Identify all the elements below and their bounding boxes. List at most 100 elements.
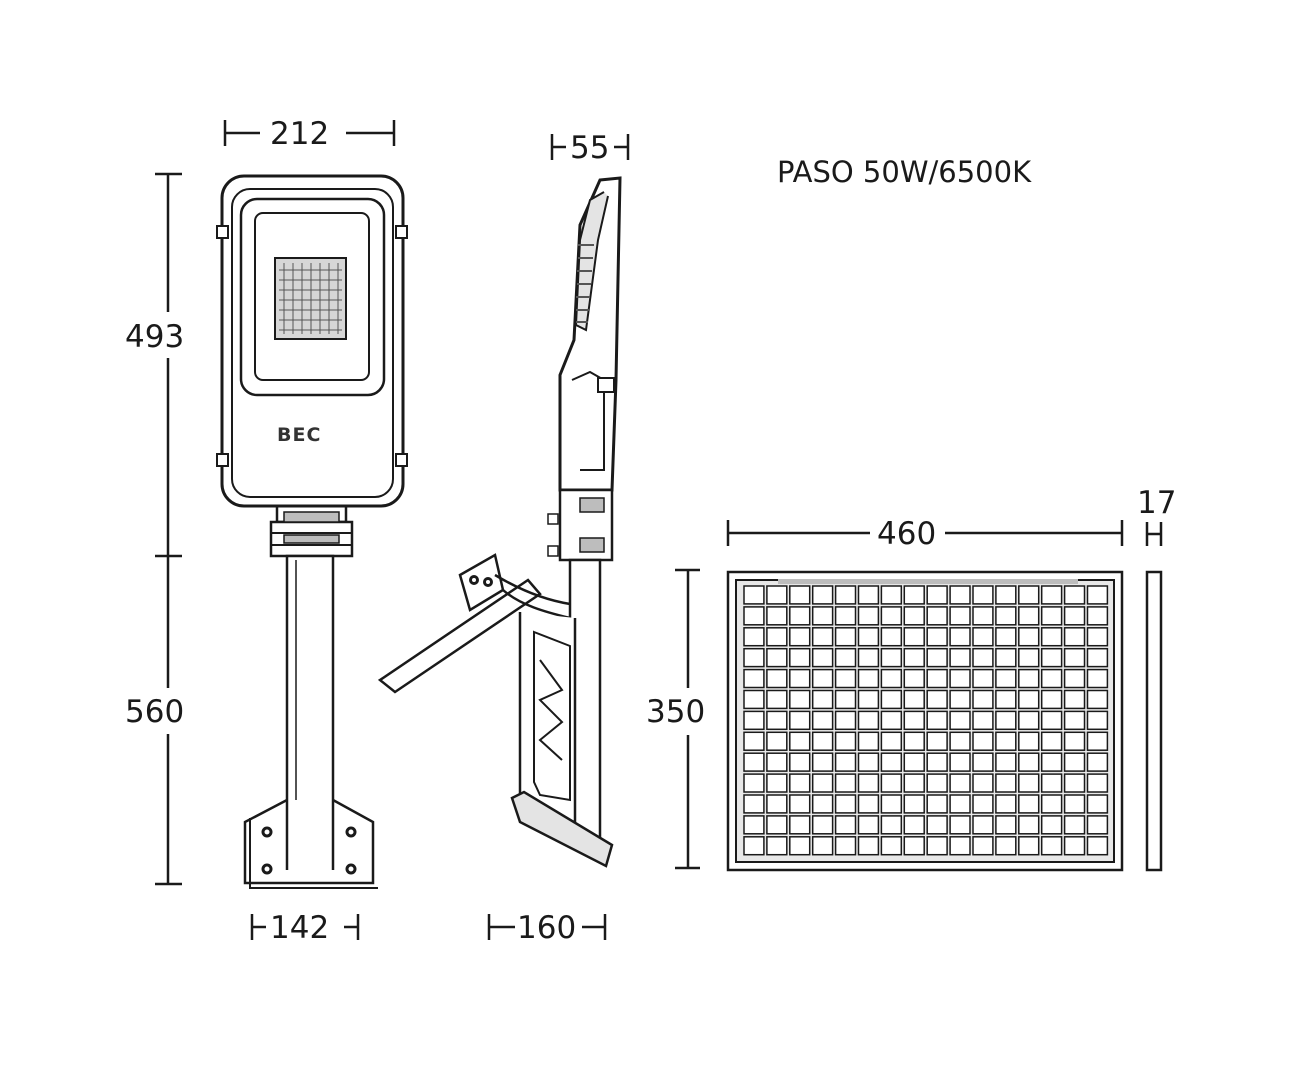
solar-cell (903, 710, 925, 731)
solar-cell (1086, 815, 1109, 835)
solar-cell (1086, 710, 1109, 731)
solar-cell-grid (743, 579, 1109, 856)
solar-cell (1040, 731, 1063, 751)
solar-cell (1086, 794, 1109, 814)
solar-cell (857, 710, 880, 731)
solar-cell (995, 794, 1017, 814)
solar-cell (743, 773, 765, 793)
solar-cell (880, 647, 903, 668)
solar-cell (903, 752, 925, 772)
solar-cell (1040, 752, 1063, 772)
solar-cell (743, 710, 765, 731)
dim-lamp-width-label: 212 (270, 116, 329, 152)
solar-cell (857, 647, 880, 668)
solar-cell (880, 710, 903, 731)
solar-cell (743, 627, 765, 647)
solar-cell (1040, 773, 1063, 793)
lamp-side-view (377, 176, 622, 868)
solar-cell (1040, 647, 1063, 668)
solar-cell (949, 815, 971, 835)
dim-panel-thickness-label: 17 (1137, 485, 1176, 521)
solar-cell (903, 647, 925, 668)
solar-cell (972, 585, 994, 605)
solar-cell (880, 815, 903, 835)
solar-cell (926, 815, 948, 835)
solar-cell (972, 647, 994, 668)
solar-cell (995, 710, 1017, 731)
solar-cell (857, 731, 880, 751)
solar-cell (1040, 668, 1063, 689)
solar-cell (949, 668, 971, 689)
solar-cell (1018, 668, 1040, 689)
solar-cell (1063, 647, 1086, 668)
solar-cell (789, 627, 811, 647)
dim-side-base-depth (487, 914, 607, 940)
solar-cell (766, 585, 788, 605)
dim-base-width-label: 142 (270, 910, 329, 946)
solar-cell (1018, 585, 1040, 605)
lamp-front-view (216, 174, 408, 889)
solar-cell (1086, 773, 1109, 793)
solar-cell (811, 710, 834, 731)
solar-cell (1063, 606, 1086, 626)
solar-cell (903, 836, 925, 856)
solar-cell (811, 794, 834, 814)
solar-cell (834, 731, 857, 751)
solar-cell (789, 710, 811, 731)
solar-cell (857, 836, 880, 856)
dim-pole-height-label: 560 (125, 694, 184, 730)
solar-cell (834, 689, 857, 710)
solar-cell (743, 606, 765, 626)
solar-cell (880, 752, 903, 772)
solar-cell (789, 815, 811, 835)
solar-cell (857, 668, 880, 689)
solar-cell (880, 773, 903, 793)
dim-panel-thickness (1145, 522, 1163, 546)
solar-cell (1018, 689, 1040, 710)
solar-cell (766, 773, 788, 793)
solar-cell (834, 585, 857, 605)
solar-cell (926, 668, 948, 689)
solar-cell (834, 773, 857, 793)
solar-cell (811, 752, 834, 772)
solar-cell (1018, 647, 1040, 668)
solar-cell (949, 731, 971, 751)
solar-cell (834, 836, 857, 856)
solar-cell (995, 689, 1017, 710)
solar-cell (972, 752, 994, 772)
solar-cell (857, 815, 880, 835)
solar-cell (766, 647, 788, 668)
solar-cell (972, 627, 994, 647)
solar-cell (1040, 710, 1063, 731)
solar-cell (1018, 794, 1040, 814)
solar-cell (926, 731, 948, 751)
solar-cell (1018, 627, 1040, 647)
solar-cell (857, 773, 880, 793)
solar-cell (972, 606, 994, 626)
solar-cell (903, 731, 925, 751)
solar-cell (949, 752, 971, 772)
solar-cell (972, 710, 994, 731)
solar-cell (1018, 731, 1040, 751)
solar-cell (1086, 668, 1109, 689)
solar-cell (1086, 585, 1109, 605)
solar-cell (811, 836, 834, 856)
solar-cell (1063, 815, 1086, 835)
dim-lamp-height-label: 493 (125, 319, 184, 355)
solar-cell (1040, 836, 1063, 856)
solar-cell (1018, 710, 1040, 731)
solar-cell (857, 627, 880, 647)
solar-cell (880, 836, 903, 856)
solar-cell (1063, 668, 1086, 689)
solar-cell (1086, 647, 1109, 668)
solar-cell (811, 731, 834, 751)
solar-cell (995, 585, 1017, 605)
solar-cell (857, 606, 880, 626)
solar-cell (880, 606, 903, 626)
solar-cell (1086, 836, 1109, 856)
solar-cell (766, 606, 788, 626)
solar-cell (811, 627, 834, 647)
solar-cell (995, 773, 1017, 793)
solar-cell (949, 606, 971, 626)
solar-cell (811, 773, 834, 793)
